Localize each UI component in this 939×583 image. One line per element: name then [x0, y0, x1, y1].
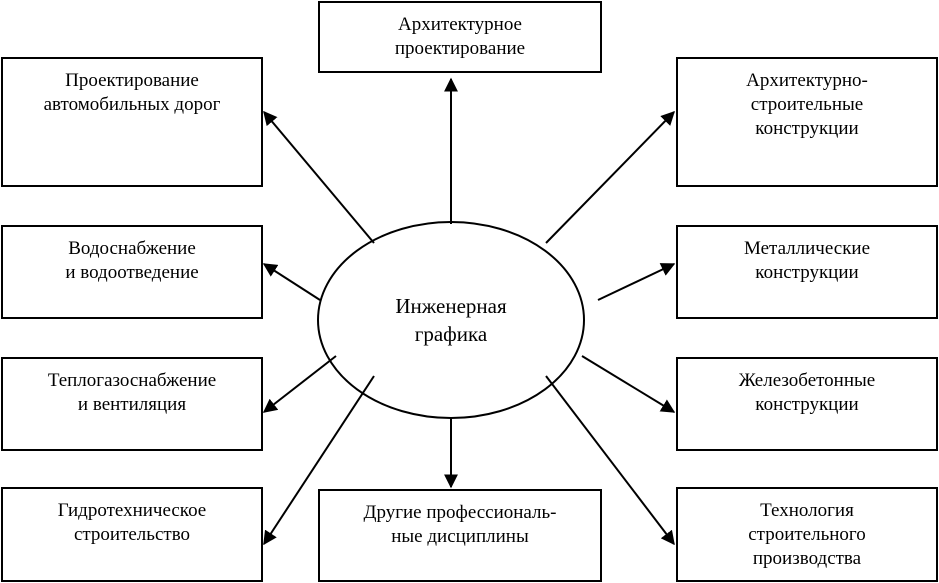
node-label-line: Архитектурное: [398, 14, 522, 35]
node-water-supply: Водоснабжение и водоотведение: [1, 225, 263, 319]
node-label-line: ные дисциплины: [391, 526, 529, 547]
node-arch-building-structures: Архитектурно- строительные конструкции: [676, 57, 938, 187]
node-label-line: Теплогазоснабжение: [47, 370, 217, 391]
node-architectural-design: Архитектурное проектирование: [318, 1, 602, 73]
node-label-line: Архитектурно-: [746, 70, 868, 91]
node-label-line: Металлические: [743, 238, 871, 259]
node-label-line: Водоснабжение: [68, 238, 196, 259]
node-label-line: конструкции: [755, 118, 859, 139]
node-label-line: конструкции: [755, 394, 859, 415]
node-hydro-engineering: Гидротехническое строительство: [1, 487, 263, 582]
node-label-line: строительного: [748, 524, 866, 545]
node-label-line: проектирование: [394, 38, 526, 59]
node-label-line: Другие профессиональ-: [363, 502, 557, 523]
node-label-line: и водоотведение: [65, 262, 199, 283]
arrow-to-road-design: [263, 110, 375, 244]
node-label-line: Гидротехническое: [57, 500, 207, 521]
center-node-label: Инженерная графика: [318, 222, 584, 418]
node-reinforced-concrete: Железобетонные конструкции: [676, 357, 938, 451]
node-label-line: строительство: [73, 524, 191, 545]
node-label-line: Проектирование: [65, 70, 199, 91]
node-label-line: конструкции: [755, 262, 859, 283]
node-road-design: Проектирование автомобильных дорог: [1, 57, 263, 187]
node-label-line: Железобетонные: [738, 370, 876, 391]
node-metal-structures: Металлические конструкции: [676, 225, 938, 319]
arrow-to-construction-technology: [545, 375, 675, 546]
node-heat-gas-supply: Теплогазоснабжение и вентиляция: [1, 357, 263, 451]
node-label-line: и вентиляция: [77, 394, 187, 415]
arrow-to-heat-gas-supply: [262, 355, 337, 413]
arrow-to-water-supply: [262, 263, 321, 301]
center-label-line: Инженерная: [395, 294, 507, 318]
node-label-line: строительные: [750, 94, 864, 115]
node-label-line: производства: [752, 548, 862, 569]
arrow-to-metal-structures: [597, 263, 676, 301]
node-construction-technology: Технология строительного производства: [676, 487, 938, 582]
node-label-line: Технология: [760, 500, 854, 521]
node-label-line: автомобильных дорог: [43, 94, 221, 115]
arrow-to-reinforced-concrete: [581, 355, 676, 413]
node-other-disciplines: Другие профессиональ- ные дисциплины: [318, 489, 602, 582]
arrow-to-arch-building-structures: [545, 110, 675, 244]
center-label-line: графика: [414, 322, 488, 346]
arrow-to-hydro-engineering: [263, 375, 375, 546]
